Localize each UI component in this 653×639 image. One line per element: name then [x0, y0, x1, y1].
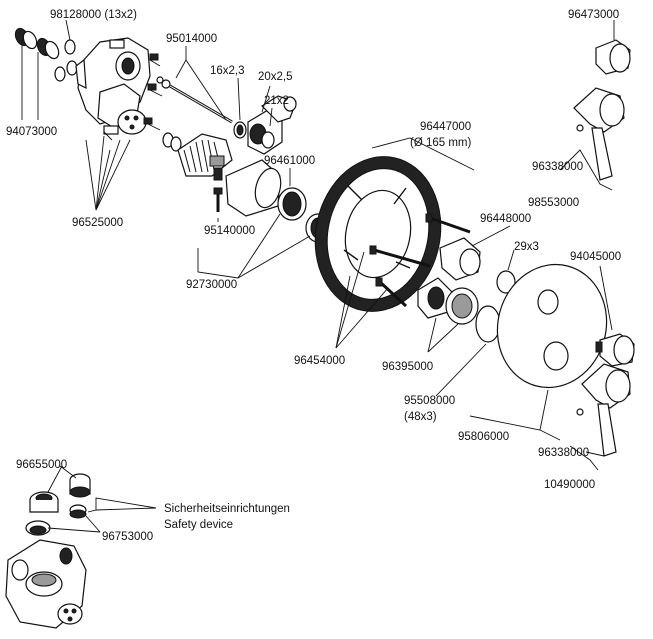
- long-screws: [369, 213, 471, 308]
- label-10490000: 10490000: [544, 479, 595, 491]
- label-95806000: 95806000: [458, 431, 509, 443]
- lever-handle-bottom: [576, 363, 631, 457]
- label-95508000: 95508000: [404, 395, 455, 407]
- label-safety-device-de: Sicherheitseinrichtungen: [164, 503, 290, 515]
- diverter-spindle: [156, 76, 233, 124]
- trim-plate: [496, 263, 608, 389]
- cartridge-screw: [213, 187, 223, 212]
- small-o-rings: [162, 121, 247, 152]
- spacer-sleeve: [439, 237, 481, 281]
- label-95014000: 95014000: [166, 33, 217, 45]
- mixing-valve-body: [75, 37, 151, 135]
- label-21x2: 21x2: [264, 95, 289, 107]
- lever-handle-top: [573, 87, 625, 181]
- label-48x3: (48x3): [404, 411, 437, 423]
- label-96655000: 96655000: [16, 459, 67, 471]
- label-92730000: 92730000: [186, 279, 237, 291]
- label-94073000: 94073000: [6, 126, 57, 138]
- label-96461000: 96461000: [264, 155, 315, 167]
- label-98553000: 98553000: [528, 197, 579, 209]
- label-96447000: 96447000: [420, 121, 471, 133]
- mounting-screws: [103, 53, 163, 141]
- thermostatic-cartridge: [177, 133, 233, 181]
- label-cover-diameter: (Ø 165 mm): [410, 137, 472, 149]
- leader-lines: [21, 19, 615, 533]
- check-valve-inserts: [14, 27, 78, 82]
- diverter-knob: [595, 333, 635, 367]
- label-96395000: 96395000: [382, 361, 433, 373]
- label-20x2-5: 20x2,5: [258, 71, 293, 83]
- part-labels: 98128000 (13x2) 94073000 96525000 950140…: [6, 9, 621, 543]
- label-96473000: 96473000: [568, 9, 619, 21]
- label-94045000: 94045000: [570, 251, 621, 263]
- label-29x3: 29x3: [514, 241, 539, 253]
- label-95140000: 95140000: [204, 225, 255, 237]
- label-16x2-3: 16x2,3: [210, 65, 245, 77]
- cover-o-rings: [475, 270, 516, 343]
- label-96338000-bottom: 96338000: [538, 447, 589, 459]
- cartridge-bushes: [417, 277, 479, 325]
- extension-sleeve: [225, 159, 282, 217]
- label-96753000: 96753000: [102, 531, 153, 543]
- cap-knob: [595, 39, 631, 75]
- rough-in-cover-plate: [314, 156, 442, 312]
- label-96525000: 96525000: [72, 217, 123, 229]
- label-98128000: 98128000 (13x2): [50, 9, 137, 21]
- label-96338000-top: 96338000: [532, 161, 583, 173]
- diverter-cartridge: [247, 95, 297, 155]
- label-96454000: 96454000: [294, 355, 345, 367]
- label-safety-device-en: Safety device: [164, 519, 233, 531]
- safety-device-assembly: [5, 473, 91, 629]
- label-96448000: 96448000: [480, 213, 531, 225]
